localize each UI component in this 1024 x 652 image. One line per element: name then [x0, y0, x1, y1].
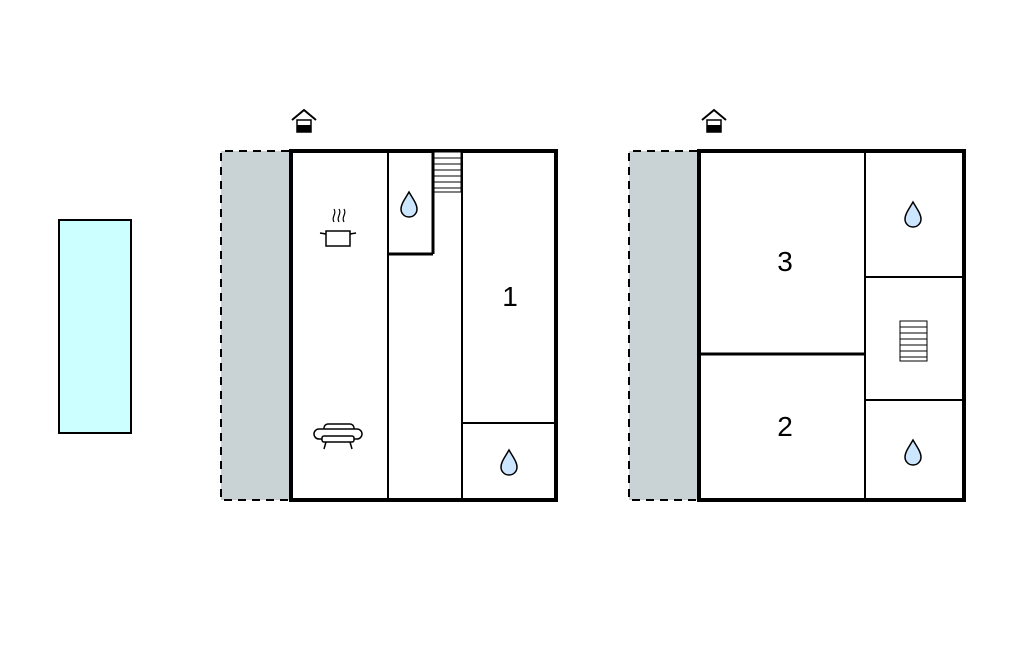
entrance-icon	[291, 109, 317, 133]
kitchen-pot-icon	[319, 208, 357, 247]
room-label-1: 1	[502, 281, 518, 312]
room-label-3: 3	[777, 246, 793, 277]
ground-floor: 1	[220, 109, 558, 502]
upper-floor: 3 2	[628, 109, 966, 502]
entrance-icon	[701, 109, 727, 133]
sofa-icon	[313, 423, 363, 450]
stairs-icon	[899, 320, 928, 362]
ground-floor-outer-wall	[289, 149, 558, 502]
terrace-border	[628, 150, 697, 501]
pool-area	[58, 219, 132, 434]
terrace-border	[220, 150, 289, 501]
stairs-icon	[433, 151, 462, 193]
terrace-area	[629, 151, 699, 500]
room-label-2: 2	[777, 411, 793, 442]
terrace-area	[221, 151, 291, 500]
